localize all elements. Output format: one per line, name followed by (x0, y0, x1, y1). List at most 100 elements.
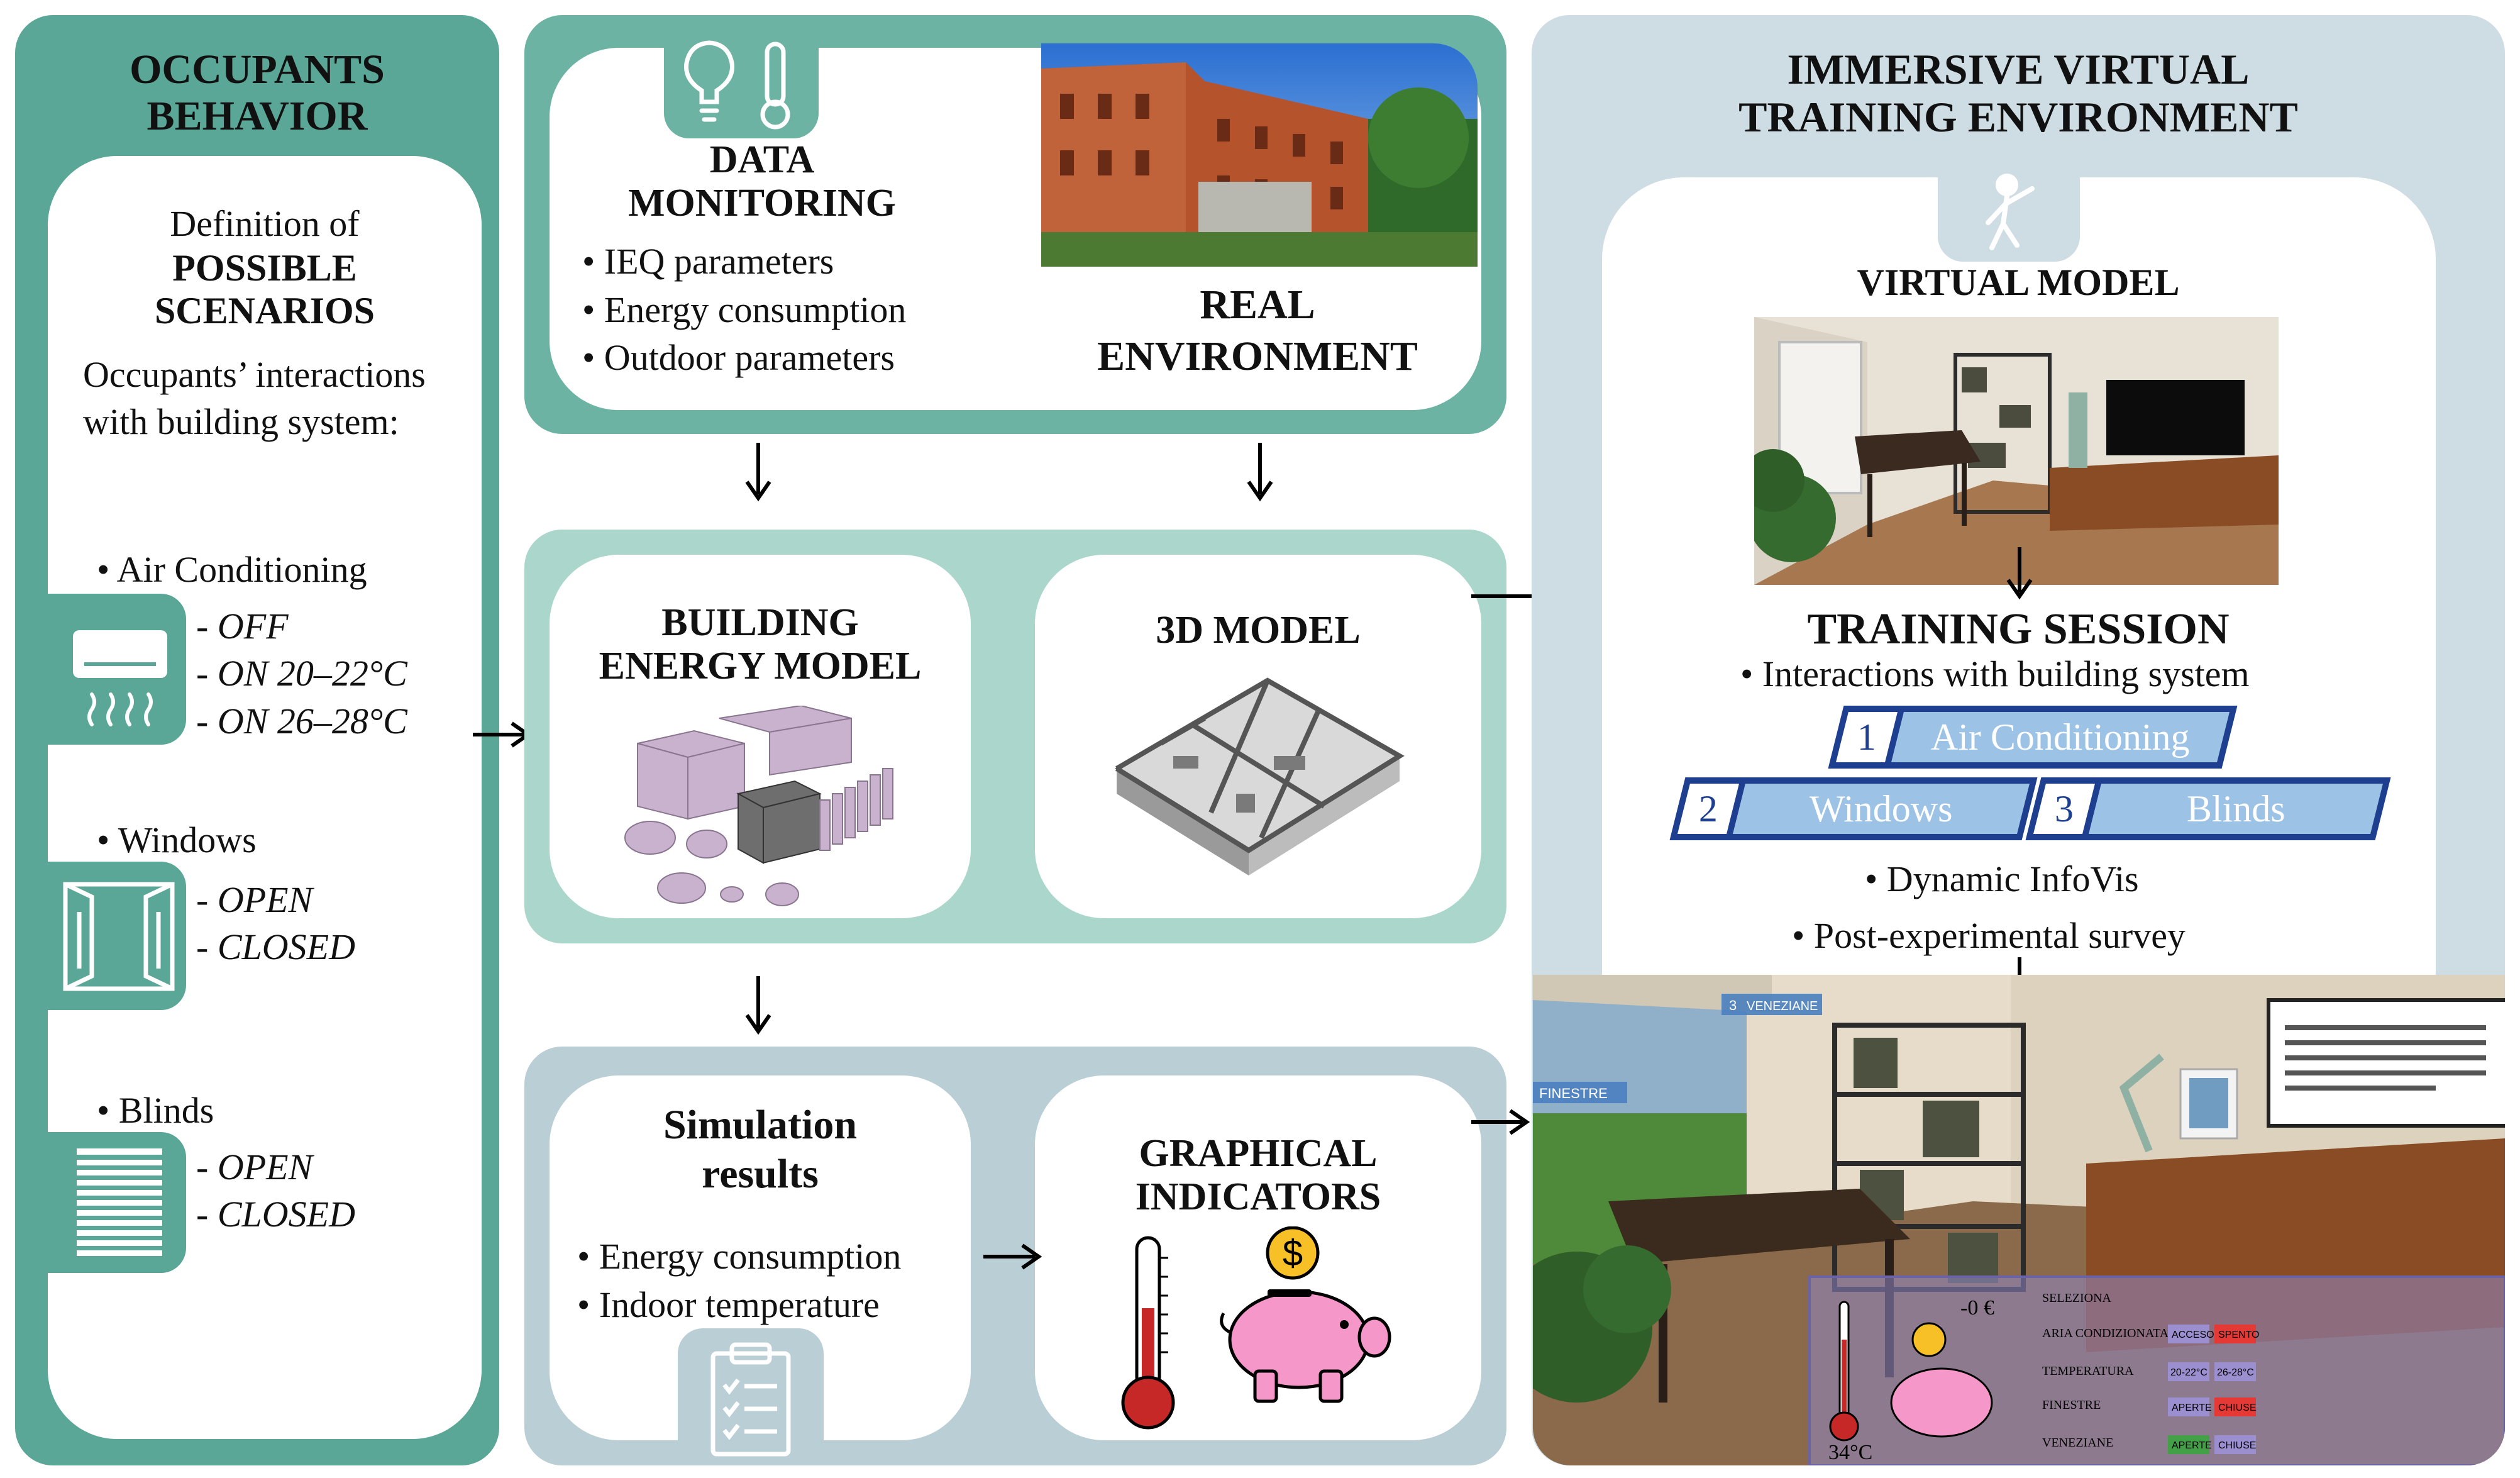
indicators-title: GRAPHICAL INDICATORS (1035, 1132, 1481, 1220)
vr-btn-ac-off[interactable]: SPENTO (2218, 1330, 2260, 1340)
windows-option-closed: - CLOSED (196, 926, 355, 968)
vr-row-select: SELEZIONA (2042, 1291, 2112, 1305)
vr-btn-blinds-closed[interactable]: CHIUSE (2218, 1440, 2256, 1451)
tag-blinds: 3 Blinds (2025, 777, 2391, 840)
ac-option-off: - OFF (196, 606, 289, 647)
ivte-panel: IMMERSIVE VIRTUAL TRAINING ENVIRONMENT V… (1532, 15, 2505, 1465)
real-building-photo (1041, 43, 1478, 267)
real-environment-line2: ENVIRONMENT (1097, 333, 1418, 379)
indicators-title-line1: GRAPHICAL (1139, 1132, 1378, 1175)
ac-options: - OFF - ON 20–22°C - ON 26–28°C (196, 603, 407, 745)
ivte-title: IMMERSIVE VIRTUAL TRAINING ENVIRONMENT (1532, 45, 2505, 141)
svg-text:$: $ (1283, 1233, 1303, 1274)
vr-temperature: 34°C (1828, 1441, 1872, 1464)
blinds-option-open: - OPEN (196, 1147, 313, 1187)
simulation-list: • Energy consumption • Indoor temperatur… (577, 1233, 901, 1329)
definition-text: Definition of POSSIBLE SCENARIOS (48, 200, 482, 332)
ivte-title-line1: IMMERSIVE VIRTUAL (1787, 45, 2250, 93)
vr-cost: -0 € (1960, 1296, 1994, 1320)
virtual-model-title: VIRTUAL MODEL (1857, 262, 2180, 303)
monitoring-title: DATA MONITORING (605, 138, 919, 226)
definition-line3: SCENARIOS (154, 289, 375, 331)
monitoring-title-line2: MONITORING (627, 182, 896, 225)
vr-btn-blinds-open[interactable]: APERTE (2172, 1440, 2212, 1451)
tag-2-label: Windows (1810, 787, 1953, 830)
thermometer-icon (760, 42, 790, 130)
windows-option-open: - OPEN (196, 879, 313, 920)
occupants-title-line2: BEHAVIOR (146, 92, 368, 139)
occupants-panel: OCCUPANTS BEHAVIOR Definition of POSSIBL… (15, 15, 499, 1465)
lightbulb-icon (684, 40, 790, 130)
tag-air-conditioning: 1 Air Conditioning (1828, 706, 2238, 769)
bem-card: BUILDING ENERGY MODEL (550, 555, 971, 918)
vr-btn-temp-26-28[interactable]: 26-28°C (2217, 1367, 2254, 1378)
monitoring-item-energy: • Energy consumption (582, 289, 907, 330)
arrow-virtual-to-training (2006, 547, 2033, 600)
simulation-title: Simulation results (550, 1101, 971, 1199)
indicators-card: GRAPHICAL INDICATORS $ (1035, 1075, 1481, 1440)
vr-blinds-num: 3 (1729, 997, 1737, 1013)
windows-options: - OPEN - CLOSED (196, 876, 355, 971)
arrow-indicators-to-vr (1471, 1109, 1530, 1135)
arrow-monitoring-to-bem (745, 443, 771, 502)
indicators-title-line2: INDICATORS (1135, 1175, 1381, 1219)
real-environment-line1: REAL (1200, 282, 1315, 328)
model3d-card: 3D MODEL (1035, 555, 1481, 918)
clipboard-icon (710, 1342, 791, 1457)
simulation-item-energy: • Energy consumption (577, 1236, 902, 1277)
training-interactions-item: • Interactions with building system (1740, 653, 2250, 694)
model3d-title: 3D MODEL (1156, 609, 1361, 652)
ac-option-on-20-22: - ON 20–22°C (196, 653, 407, 694)
vr-row-blinds: VENEZIANE (2042, 1436, 2113, 1450)
tag-3-num: 3 (2055, 787, 2074, 830)
ac-label: • Air Conditioning (97, 549, 367, 590)
arrow-real-to-3d (1247, 443, 1273, 502)
results-panel: Simulation results • Energy consumption … (524, 1047, 1506, 1465)
tag-1-label: Air Conditioning (1931, 716, 2190, 758)
interactions-line1: Occupants’ interactions (83, 354, 426, 395)
arrow-simulation-to-indicators (983, 1243, 1042, 1270)
bem-title: BUILDING ENERGY MODEL (550, 601, 971, 689)
person-icon (1986, 174, 2035, 250)
training-infovis-item: • Dynamic InfoVis (1865, 858, 2139, 899)
tag-1-num: 1 (1857, 716, 1876, 758)
vr-btn-windows-closed[interactable]: CHIUSE (2218, 1403, 2256, 1413)
occupants-title-line1: OCCUPANTS (130, 47, 385, 92)
blinds-icon (48, 1132, 186, 1273)
occupants-title: OCCUPANTS BEHAVIOR (15, 47, 499, 140)
vr-row-windows: FINESTRE (2042, 1398, 2101, 1412)
tag-windows: 2 Windows (1669, 777, 2038, 840)
tag-2-num: 2 (1699, 787, 1718, 830)
monitoring-icon-tab (664, 33, 819, 138)
monitoring-item-ieq: • IEQ parameters (582, 241, 834, 282)
monitoring-title-line1: DATA (709, 138, 815, 181)
simulation-title-line1: Simulation (663, 1102, 858, 1148)
virtual-model-image (1754, 317, 2279, 585)
bem-title-line1: BUILDING (661, 601, 859, 644)
tag-windows-label: Windows (1733, 787, 2028, 831)
dollar-coin-icon (1266, 1226, 1320, 1280)
monitoring-item-outdoor: • Outdoor parameters (582, 337, 895, 379)
clipboard-icon-tab (678, 1328, 824, 1465)
ac-option-on-26-28: - ON 26–28°C (196, 700, 407, 742)
training-survey-item: • Post-experimental survey (1792, 915, 2186, 956)
ivte-title-line2: TRAINING ENVIRONMENT (1738, 93, 2298, 142)
window-icon (48, 862, 186, 1010)
simulation-item-temperature: • Indoor temperature (577, 1284, 880, 1325)
vr-btn-windows-open[interactable]: APERTE (2172, 1403, 2212, 1413)
vr-row-temperature: TEMPERATURA (2042, 1364, 2134, 1378)
monitoring-panel: DATA MONITORING • IEQ parameters • Energ… (524, 15, 1506, 434)
tag-3-label: Blinds (2186, 787, 2285, 830)
person-icon-tab (1938, 164, 2080, 262)
vr-screenshot: FINESTRE 3 VENEZIANE 34°C -0 € SELEZIONA… (1533, 975, 2505, 1465)
simulation-title-line2: results (702, 1150, 819, 1197)
interactions-line2: with building system: (83, 401, 399, 443)
vr-blinds-label: VENEZIANE (1747, 999, 1818, 1013)
vr-btn-ac-on[interactable]: ACCESO (2172, 1330, 2214, 1340)
vr-btn-temp-20-22[interactable]: 20-22°C (2170, 1367, 2208, 1378)
interactions-text: Occupants’ interactions with building sy… (83, 351, 485, 446)
vr-row-ac: ARIA CONDIZIONATA (2042, 1326, 2169, 1340)
tag-blinds-label: Blinds (2089, 787, 2382, 831)
real-environment-label: REAL ENVIRONMENT (1063, 279, 1452, 382)
tag-air-conditioning-label: Air Conditioning (1892, 716, 2228, 759)
